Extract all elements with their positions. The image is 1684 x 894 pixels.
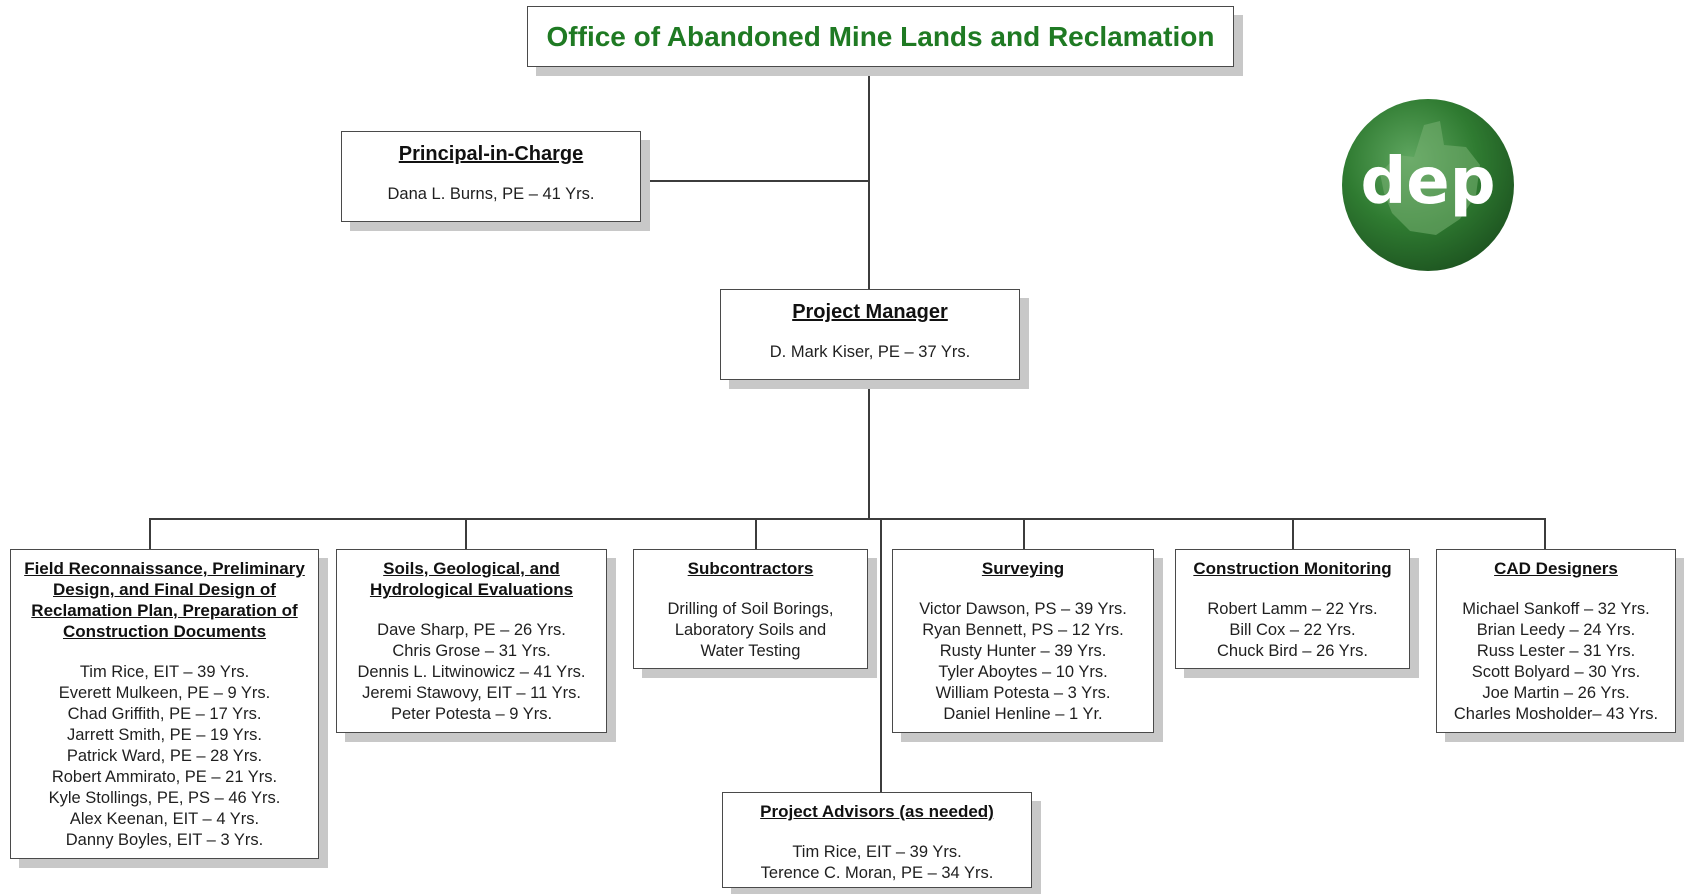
connector-drop-2: [465, 518, 467, 549]
connector-advisors: [880, 518, 882, 793]
connector-trunk-mid: [868, 380, 870, 519]
advisors-box: Project Advisors (as needed) Tim Rice, E…: [722, 792, 1032, 888]
team-members: Dave Sharp, PE – 26 Yrs. Chris Grose – 3…: [357, 621, 586, 723]
connector-principal: [639, 180, 870, 182]
team-title: Subcontractors: [687, 559, 814, 578]
manager-body: D. Mark Kiser, PE – 37 Yrs.: [769, 343, 971, 361]
principal-title: Principal-in-Charge: [398, 143, 584, 165]
team-box-field-design: Field Reconnaissance, Preliminary Design…: [10, 549, 319, 859]
team-members: Robert Lamm – 22 Yrs. Bill Cox – 22 Yrs.…: [1207, 600, 1378, 660]
manager-box: Project Manager D. Mark Kiser, PE – 37 Y…: [720, 289, 1020, 380]
advisors-title: Project Advisors (as needed): [760, 802, 994, 821]
connector-drop-4: [1023, 518, 1025, 549]
connector-drop-3: [755, 518, 757, 549]
team-members: Victor Dawson, PS – 39 Yrs. Ryan Bennett…: [919, 600, 1127, 723]
page-title: Office of Abandoned Mine Lands and Recla…: [546, 21, 1215, 52]
team-members: Michael Sankoff – 32 Yrs. Brian Leedy – …: [1453, 600, 1659, 723]
team-box-subcontractors: Subcontractors Drilling of Soil Borings,…: [633, 549, 868, 669]
principal-box: Principal-in-Charge Dana L. Burns, PE – …: [341, 131, 641, 222]
team-members: Tim Rice, EIT – 39 Yrs. Everett Mulkeen,…: [48, 663, 281, 849]
team-title: Construction Monitoring: [1193, 559, 1392, 578]
team-box-surveying: Surveying Victor Dawson, PS – 39 Yrs. Ry…: [892, 549, 1154, 733]
team-title: Surveying: [981, 559, 1065, 578]
dep-logo-text: dep: [1360, 145, 1495, 219]
connector-drop-5: [1292, 518, 1294, 549]
connector-trunk-top: [868, 66, 870, 291]
connector-drop-6: [1544, 518, 1546, 549]
team-title: CAD Designers: [1494, 559, 1618, 578]
principal-body: Dana L. Burns, PE – 41 Yrs.: [387, 185, 595, 203]
team-box-construction-monitoring: Construction Monitoring Robert Lamm – 22…: [1175, 549, 1410, 669]
team-members: Drilling of Soil Borings, Laboratory Soi…: [667, 600, 834, 660]
team-title: Field Reconnaissance, Preliminary Design…: [24, 559, 305, 641]
team-title: Soils, Geological, and Hydrological Eval…: [369, 559, 574, 599]
connector-horizontal-bus: [149, 518, 1546, 520]
team-box-cad-designers: CAD Designers Michael Sankoff – 32 Yrs. …: [1436, 549, 1676, 733]
advisors-members: Tim Rice, EIT – 39 Yrs. Terence C. Moran…: [760, 843, 994, 882]
dep-logo-icon: dep: [1342, 99, 1514, 271]
team-box-soils: Soils, Geological, and Hydrological Eval…: [336, 549, 607, 733]
manager-title: Project Manager: [792, 301, 948, 323]
connector-drop-1: [149, 518, 151, 549]
header-title-box: Office of Abandoned Mine Lands and Recla…: [527, 6, 1234, 67]
